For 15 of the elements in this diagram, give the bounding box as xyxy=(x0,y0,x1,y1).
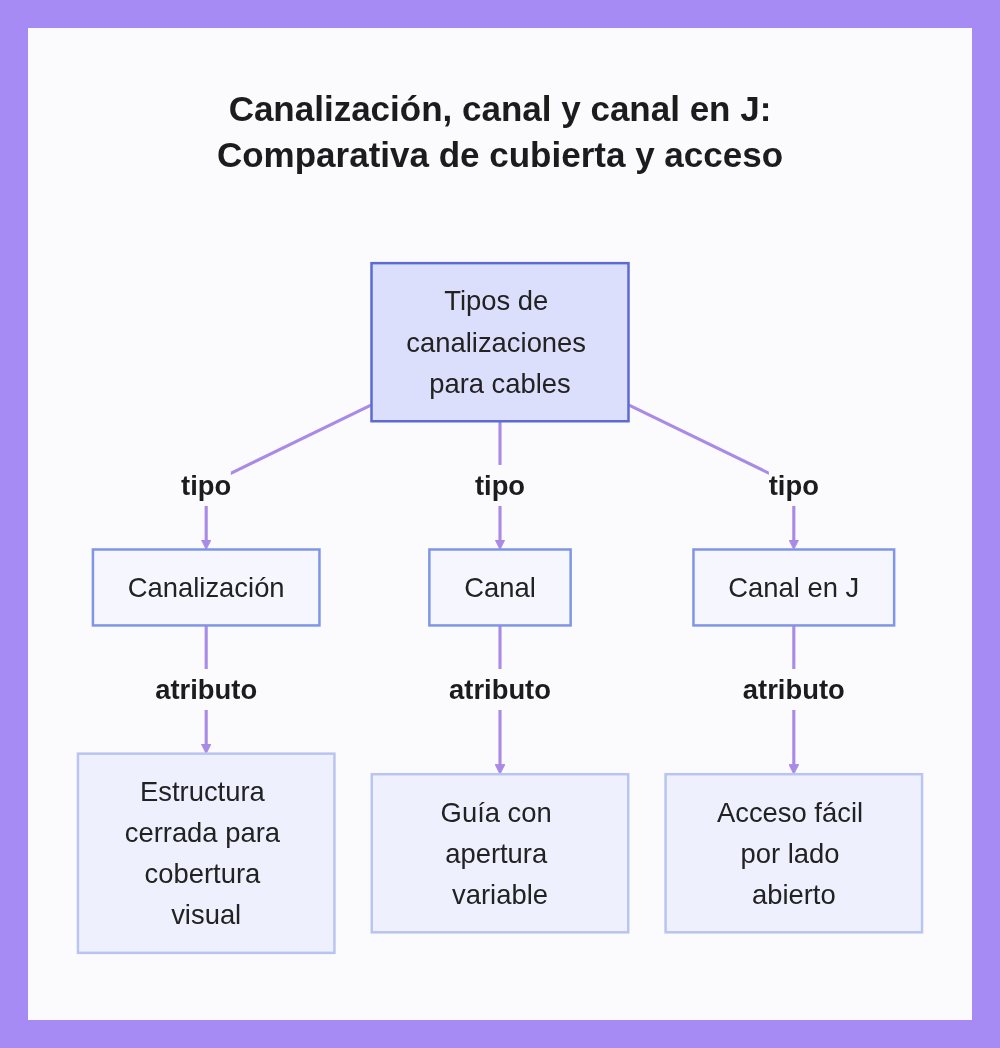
background-panel: Canalización, canal y canal en J: Comparativa de cubierta y acceso tipo tipo tipo atributo atributo atributo Tipos de canalizaciones para cables Canalización Canal Canal en J Estructura cerrada para cobertura visual Guía con apertura variable Acceso fácil por lado abierto xyxy=(28,28,972,1020)
edge-label: atributo xyxy=(449,673,551,706)
node-box xyxy=(428,548,572,627)
edge-label: tipo xyxy=(474,469,526,501)
edge-label: tipo xyxy=(181,469,232,501)
edge-label: atributo xyxy=(155,673,258,706)
node-box xyxy=(692,548,896,627)
edge-label: atributo xyxy=(742,673,845,706)
node-box xyxy=(91,548,321,627)
edge-label: tipo xyxy=(768,469,819,501)
node-box xyxy=(664,772,924,934)
node-box xyxy=(370,261,630,423)
node-box xyxy=(76,752,336,955)
node-box xyxy=(370,772,630,934)
title: Canalización, canal y canal en J: Comparativa de cubierta y acceso xyxy=(215,88,785,176)
